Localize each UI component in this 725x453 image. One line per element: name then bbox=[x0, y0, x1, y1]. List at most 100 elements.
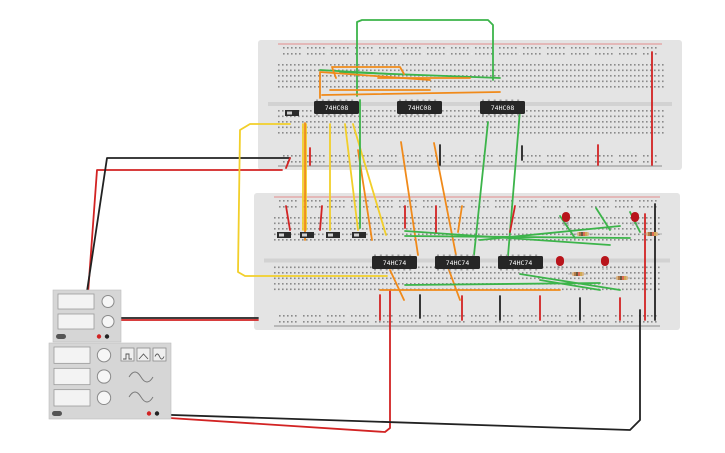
led-icon[interactable] bbox=[556, 256, 564, 270]
slide-switch[interactable] bbox=[300, 232, 314, 238]
ic-pin bbox=[460, 254, 463, 256]
terminal-negative[interactable] bbox=[154, 411, 160, 416]
switch-knob bbox=[279, 233, 284, 237]
power-supply[interactable] bbox=[52, 289, 122, 343]
ic-pin bbox=[529, 269, 532, 271]
wire-green[interactable] bbox=[539, 279, 601, 291]
power-toggle[interactable] bbox=[56, 334, 66, 339]
knob-icon[interactable] bbox=[101, 295, 115, 308]
knob-icon[interactable] bbox=[101, 315, 115, 328]
switch-knob bbox=[287, 111, 292, 115]
knob-icon[interactable] bbox=[96, 390, 112, 406]
ic-pin bbox=[472, 254, 475, 256]
ic-pin bbox=[397, 269, 400, 271]
slide-switch[interactable] bbox=[277, 232, 291, 238]
ic-pin bbox=[385, 269, 388, 271]
wire-green[interactable] bbox=[404, 282, 601, 286]
hole-row bbox=[283, 53, 657, 55]
ic-pin bbox=[403, 254, 406, 256]
resistor-icon[interactable] bbox=[612, 276, 632, 280]
slide-switch[interactable] bbox=[285, 110, 299, 116]
ic-body bbox=[397, 101, 442, 114]
resistor-band bbox=[624, 276, 626, 280]
wire-green[interactable] bbox=[356, 19, 494, 97]
ic-chip[interactable]: 74HC74 bbox=[498, 254, 543, 271]
sine-wave-button[interactable] bbox=[152, 347, 167, 362]
led-icon[interactable] bbox=[631, 212, 639, 226]
led-icon[interactable] bbox=[601, 256, 609, 270]
power-toggle[interactable] bbox=[52, 411, 62, 416]
ic-label: 74HC08 bbox=[491, 104, 515, 112]
wire-red[interactable] bbox=[509, 205, 516, 233]
wire-orange[interactable] bbox=[389, 269, 405, 301]
ic-pin bbox=[409, 254, 412, 256]
ic-pin bbox=[448, 269, 451, 271]
wire-yellow[interactable] bbox=[344, 123, 359, 231]
ic-pin bbox=[321, 114, 324, 116]
terminal-positive[interactable] bbox=[146, 411, 152, 416]
ic-pin bbox=[416, 99, 419, 101]
function-generator[interactable] bbox=[48, 342, 172, 420]
wire-green[interactable] bbox=[519, 273, 621, 291]
ic-chip[interactable]: 74HC08 bbox=[397, 99, 442, 116]
ic-chip[interactable]: 74HC08 bbox=[314, 99, 359, 116]
ic-pin bbox=[351, 99, 354, 101]
knob-icon[interactable] bbox=[96, 369, 112, 384]
wire-green[interactable] bbox=[595, 207, 611, 231]
ic-chip[interactable]: 74HC74 bbox=[435, 254, 480, 271]
ic-pin bbox=[339, 114, 342, 116]
terminal-positive[interactable] bbox=[96, 334, 102, 339]
ic-chip[interactable]: 74HC08 bbox=[480, 99, 525, 116]
ic-pin bbox=[379, 254, 382, 256]
ic-pin bbox=[409, 269, 412, 271]
resistor-body bbox=[646, 232, 658, 236]
ic-pin bbox=[487, 99, 490, 101]
knob-icon[interactable] bbox=[96, 348, 112, 363]
wire-green[interactable] bbox=[473, 121, 489, 256]
ic-pin bbox=[410, 99, 413, 101]
terminal-negative[interactable] bbox=[104, 334, 110, 339]
resistor-icon[interactable] bbox=[568, 272, 588, 276]
wire-black[interactable] bbox=[104, 317, 259, 341]
resistor-band bbox=[650, 232, 652, 236]
ic-pin bbox=[482, 114, 484, 116]
wire-green[interactable] bbox=[479, 225, 621, 241]
ic-pin bbox=[505, 254, 508, 256]
wire-black[interactable] bbox=[79, 157, 291, 339]
hole-row bbox=[278, 69, 664, 72]
breadboards-layer bbox=[254, 40, 682, 330]
square-wave-button[interactable] bbox=[120, 347, 135, 362]
wire-red[interactable] bbox=[107, 289, 391, 433]
ic-pin bbox=[466, 269, 469, 271]
wire-black[interactable] bbox=[111, 309, 641, 431]
wire-orange[interactable] bbox=[457, 205, 463, 233]
wire-orange[interactable] bbox=[321, 91, 501, 96]
ic-label: 74HC08 bbox=[408, 104, 432, 112]
ic-pin bbox=[437, 254, 439, 256]
ic-pin bbox=[442, 254, 445, 256]
wire-green[interactable] bbox=[319, 69, 391, 75]
resistor-icon[interactable] bbox=[573, 232, 593, 236]
wire-yellow[interactable] bbox=[237, 123, 388, 277]
slide-switch[interactable] bbox=[326, 232, 340, 238]
wire-red[interactable] bbox=[319, 205, 323, 231]
ic-pin bbox=[517, 114, 520, 116]
led-icon[interactable] bbox=[562, 212, 570, 226]
ic-label: 74HC74 bbox=[509, 259, 533, 267]
display-screen bbox=[53, 389, 91, 407]
wire-red[interactable] bbox=[285, 157, 291, 169]
ic-pin bbox=[399, 114, 401, 116]
ic-pin bbox=[499, 99, 502, 101]
resistor-icon[interactable] bbox=[642, 232, 662, 236]
wire-yellow[interactable] bbox=[352, 123, 387, 236]
ic-pin bbox=[535, 254, 538, 256]
ic-body bbox=[480, 101, 525, 114]
resistor-band bbox=[620, 276, 622, 280]
resistor-body bbox=[572, 272, 584, 276]
wire-red[interactable] bbox=[285, 205, 291, 231]
ic-pin bbox=[404, 99, 407, 101]
ic-body bbox=[435, 256, 480, 269]
slide-switch[interactable] bbox=[352, 232, 366, 238]
ic-chip[interactable]: 74HC74 bbox=[372, 254, 417, 271]
